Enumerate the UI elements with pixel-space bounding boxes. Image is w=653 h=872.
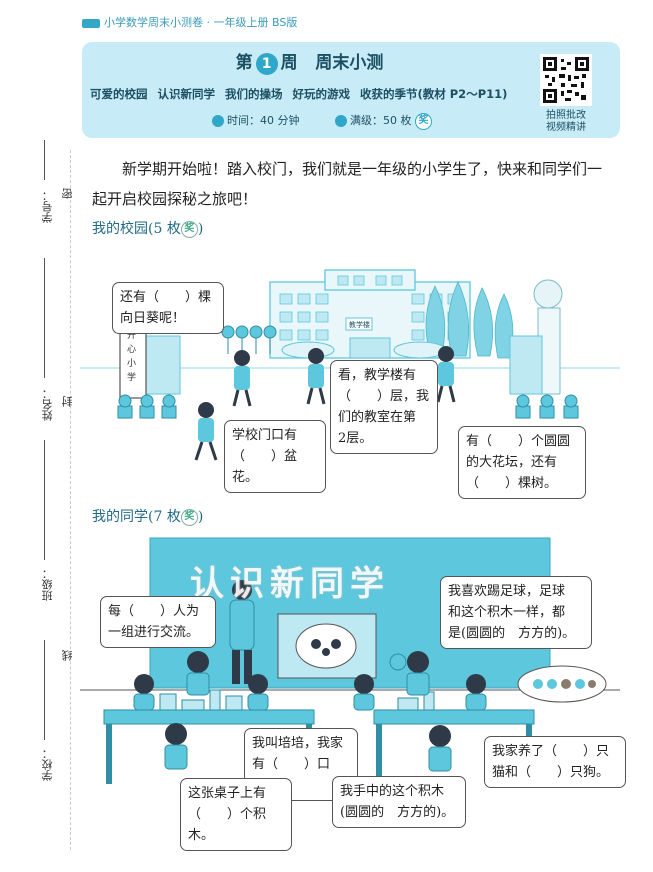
school-sign-char-2: 心 <box>127 344 136 355</box>
topic-item: 可爱的校园 <box>90 87 148 101</box>
teacher-figure <box>229 580 255 684</box>
series-header: 小学数学周末小测卷 · 一年级上册 BS版 <box>82 14 297 30</box>
id-line <box>44 140 45 180</box>
topic-item: 我们的操场 <box>225 87 283 101</box>
class-line <box>44 440 45 560</box>
section-title-classmates: 我的同学(7 枚奖) <box>92 506 203 526</box>
child-figure <box>436 346 456 403</box>
name-line <box>44 258 45 378</box>
desk-left <box>103 709 315 725</box>
seal-char: 封 <box>61 396 74 407</box>
section-title-text: 我的同学(7 枚 <box>92 509 181 525</box>
flowerbed-1 <box>281 341 335 359</box>
football-icon <box>389 653 407 671</box>
school-label: 学校： <box>41 748 54 781</box>
bubble-gate-flowers-question: 学校门口有 （ ）盆花。 <box>224 420 326 493</box>
school-line <box>44 640 45 740</box>
award-badge-icon: 奖 <box>415 112 432 130</box>
topic-item: 收获的季节(教材 P2～P11) <box>360 87 508 101</box>
section-title-campus: 我的校园(5 枚奖) <box>92 218 203 238</box>
blackboard-text: 认识新同学 <box>190 564 390 604</box>
section-title-text: 我的校园(5 枚 <box>92 221 181 237</box>
topic-list: 可爱的校园认识新同学我们的操场好玩的游戏收获的季节(教材 P2～P11) <box>90 86 517 102</box>
child-figure <box>194 402 218 461</box>
award-badge-icon: 奖 <box>180 220 198 238</box>
bubble-building-question: 看，教学楼有 （ ）层，我 们的教室在第 2层。 <box>330 360 438 454</box>
qr-code[interactable] <box>540 54 592 106</box>
medal-icon <box>335 115 347 127</box>
bubble-flowerbed-tree-question: 有（ ）个圆圆 的大花坛，还有 （ ）棵树。 <box>458 426 586 499</box>
section-title-close: ) <box>197 509 204 525</box>
toy-blocks <box>159 689 435 711</box>
tree-group <box>425 281 514 359</box>
score-label: 满级：50 枚 <box>350 114 412 127</box>
bubble-sunflower-question: 还有（ ）棵 向日葵呢！ <box>112 282 224 334</box>
banner-main-title: 周末小测 <box>315 53 384 73</box>
time-label: 时间：40 分钟 <box>227 114 300 127</box>
flower-pots-right <box>515 394 579 419</box>
clock-icon <box>212 115 224 127</box>
family-photo <box>295 623 357 669</box>
award-badge-icon: 奖 <box>180 508 198 526</box>
bubble-pets-question: 我家养了（ ）只 猫和（ ）只狗。 <box>484 736 626 788</box>
name-label: 姓名： <box>41 388 54 421</box>
student-heads <box>134 651 486 747</box>
bubble-group-question: 每（ ）人为 一组进行交流。 <box>100 596 216 648</box>
section-title-close: ) <box>197 221 204 237</box>
bubble-block-shape-question: 我手中的这个积木 (圆圆的 方方的)。 <box>332 776 466 828</box>
desk-right <box>373 709 535 725</box>
class-label: 班级： <box>41 568 54 601</box>
line-char: 线 <box>61 650 74 661</box>
topic-item: 认识新同学 <box>157 87 216 101</box>
week-number-badge: 1 <box>255 53 278 75</box>
mi-char: 密 <box>61 188 74 199</box>
pets-thought-bubble <box>517 665 607 703</box>
gate-pillar-right <box>533 279 563 395</box>
student-bodies <box>133 672 487 772</box>
bubble-football-question: 我喜欢踢足球，足球 和这个积木一样，都 是(圆圆的 方方的)。 <box>440 576 592 649</box>
school-sign-char-3: 小 <box>127 358 136 369</box>
series-text: 小学数学周末小测卷 · 一年级上册 BS版 <box>104 16 298 29</box>
qr-caption: 拍照批改 视频精讲 <box>546 110 586 133</box>
child-figure <box>232 350 252 407</box>
week-prefix: 第 <box>235 53 253 73</box>
qr-code-icon <box>543 57 589 103</box>
school-sign-char-4: 学 <box>127 371 136 383</box>
binding-dashed-line <box>70 150 71 850</box>
child-figure <box>306 348 326 405</box>
id-label: 学号： <box>41 190 54 223</box>
school-sign-post <box>119 325 147 399</box>
sunflower-group <box>221 325 277 354</box>
building-sign: 教学楼 <box>349 320 370 329</box>
week-suffix: 周 <box>280 53 298 73</box>
series-badge-icon <box>82 18 100 28</box>
topic-item: 好玩的游戏 <box>292 87 351 101</box>
bubble-desk-blocks-question: 这张桌子上有 （ ）个积木。 <box>180 778 292 851</box>
school-sign-char-1: 开 <box>127 330 136 341</box>
flower-pots-left <box>117 394 177 419</box>
gate-fence <box>139 335 543 395</box>
intro-paragraph: 新学期开始啦！踏入校门，我们就是一年级的小学生了，快来和同学们一起开启校园探秘之… <box>92 160 603 208</box>
banner-meta: 时间：40 分钟 满级：50 枚 奖 <box>212 112 432 130</box>
